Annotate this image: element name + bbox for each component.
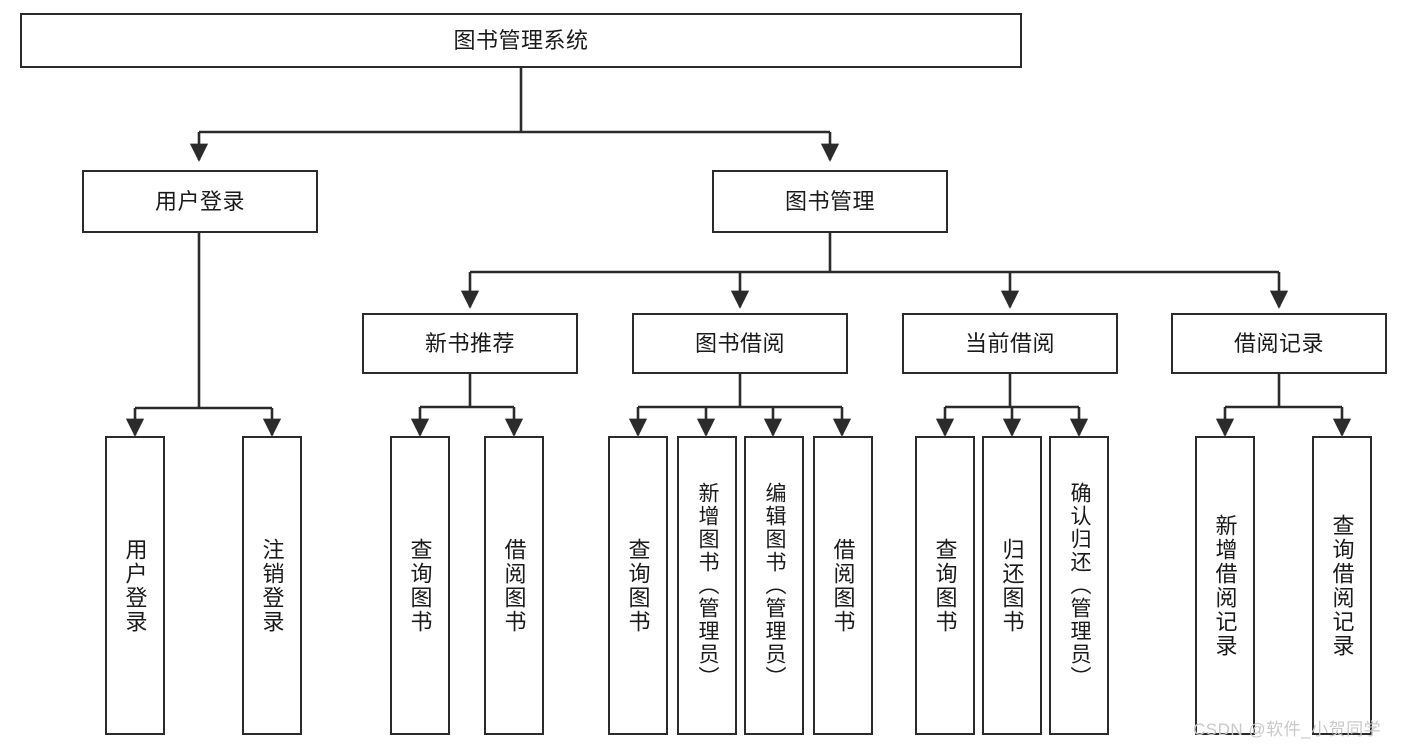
leaf-book-borrow-query[interactable]: 查询图书: [608, 436, 668, 735]
leaf-user-login-signout-label: 注销登录: [259, 537, 285, 634]
leaf-book-borrow-borrow-label: 借阅图书: [830, 537, 856, 634]
leaf-current-borrow-return[interactable]: 归还图书: [982, 436, 1042, 735]
node-current-borrow-label: 当前借阅: [964, 330, 1055, 356]
node-user-login-label: 用户登录: [154, 188, 245, 214]
leaf-new-book-query[interactable]: 查询图书: [390, 436, 450, 735]
node-book-management[interactable]: 图书管理: [712, 170, 948, 233]
leaf-book-borrow-query-label: 查询图书: [625, 537, 651, 634]
leaf-user-login-signout[interactable]: 注销登录: [242, 436, 302, 735]
leaf-user-login-signin[interactable]: 用户登录: [105, 436, 165, 735]
leaf-new-book-query-label: 查询图书: [407, 537, 433, 634]
node-borrow-record-label: 借阅记录: [1233, 330, 1324, 356]
leaf-book-borrow-edit[interactable]: 编辑图书（管理员）: [744, 436, 804, 735]
leaf-book-borrow-borrow[interactable]: 借阅图书: [813, 436, 873, 735]
leaf-current-borrow-query[interactable]: 查询图书: [915, 436, 975, 735]
node-book-borrow-label: 图书借阅: [694, 330, 785, 356]
leaf-borrow-record-query[interactable]: 查询借阅记录: [1312, 436, 1372, 735]
leaf-book-borrow-edit-label: 编辑图书（管理员）: [763, 482, 787, 689]
node-book-management-label: 图书管理: [784, 188, 875, 214]
leaf-book-borrow-add[interactable]: 新增图书（管理员）: [677, 436, 737, 735]
node-borrow-record[interactable]: 借阅记录: [1171, 313, 1387, 374]
leaf-book-borrow-add-label: 新增图书（管理员）: [696, 482, 720, 689]
leaf-user-login-signin-label: 用户登录: [122, 537, 148, 634]
node-root-label: 图书管理系统: [453, 27, 589, 53]
leaf-current-borrow-confirm[interactable]: 确认归还（管理员）: [1049, 436, 1109, 735]
leaf-new-book-borrow[interactable]: 借阅图书: [484, 436, 544, 735]
node-current-borrow[interactable]: 当前借阅: [902, 313, 1118, 374]
leaf-new-book-borrow-label: 借阅图书: [501, 537, 527, 634]
leaf-borrow-record-add[interactable]: 新增借阅记录: [1195, 436, 1255, 735]
node-user-login[interactable]: 用户登录: [82, 170, 318, 233]
csdn-watermark: CSDN @软件_小贺同学: [1193, 720, 1382, 739]
leaf-current-borrow-return-label: 归还图书: [999, 537, 1025, 634]
node-book-borrow[interactable]: 图书借阅: [632, 313, 848, 374]
node-new-book-recommend[interactable]: 新书推荐: [362, 313, 578, 374]
leaf-current-borrow-confirm-label: 确认归还（管理员）: [1068, 482, 1092, 689]
leaf-current-borrow-query-label: 查询图书: [932, 537, 958, 634]
node-root[interactable]: 图书管理系统: [20, 13, 1022, 68]
leaf-borrow-record-query-label: 查询借阅记录: [1329, 513, 1355, 658]
node-new-book-recommend-label: 新书推荐: [424, 330, 515, 356]
leaf-borrow-record-add-label: 新增借阅记录: [1212, 513, 1238, 658]
